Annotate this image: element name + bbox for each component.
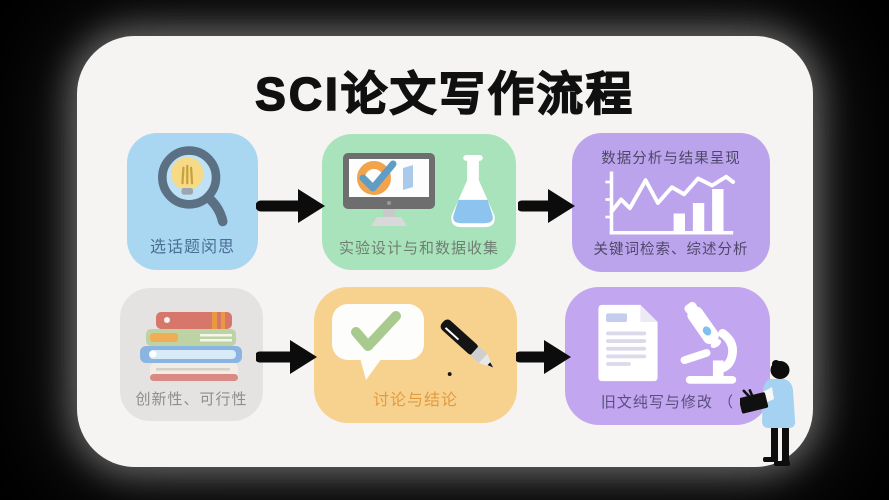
step-feasibility-label: 创新性、可行性 bbox=[135, 391, 248, 408]
step-experiment-box: 实验设计与和数据收集 bbox=[322, 134, 516, 270]
step-discussion-label: 讨论与结论 bbox=[372, 392, 458, 409]
speech-bubble-check-icon bbox=[331, 304, 424, 380]
researcher-figure-icon bbox=[740, 360, 796, 466]
step-experiment-label: 实验设计与和数据收集 bbox=[338, 240, 499, 257]
step-analysis-box: 数据分析与结果呈现 关键词检索、综述分析 bbox=[572, 133, 770, 272]
right-arrow-icon bbox=[516, 340, 571, 374]
book-stack-icon bbox=[139, 312, 242, 381]
step-analysis-top-label: 数据分析与结果呈现 bbox=[601, 151, 741, 167]
step-topic-box: 选话题闵思 bbox=[127, 133, 258, 270]
right-arrow-icon bbox=[256, 189, 325, 223]
magnifier-lightbulb-icon bbox=[157, 146, 227, 227]
page-title: SCI论文写作流程 bbox=[254, 67, 635, 121]
right-arrow-icon bbox=[518, 189, 575, 223]
step-discussion-box: 讨论与结论 bbox=[314, 287, 517, 423]
step-revision-label: 旧文纯写与修改 （ bbox=[600, 394, 735, 411]
flask-icon bbox=[451, 155, 495, 228]
line-bar-chart-icon bbox=[605, 171, 736, 235]
monitor-checklist-icon bbox=[343, 153, 435, 226]
document-icon bbox=[597, 304, 658, 382]
step-feasibility-box: 创新性、可行性 bbox=[120, 288, 263, 421]
pen-icon bbox=[440, 319, 493, 376]
microscope-icon bbox=[680, 301, 737, 384]
step-topic-label: 选话题闵思 bbox=[149, 239, 235, 256]
right-arrow-icon bbox=[256, 340, 317, 374]
step-analysis-bottom-label: 关键词检索、综述分析 bbox=[593, 242, 749, 258]
step-revision-box: 旧文纯写与修改 （ bbox=[565, 287, 770, 425]
